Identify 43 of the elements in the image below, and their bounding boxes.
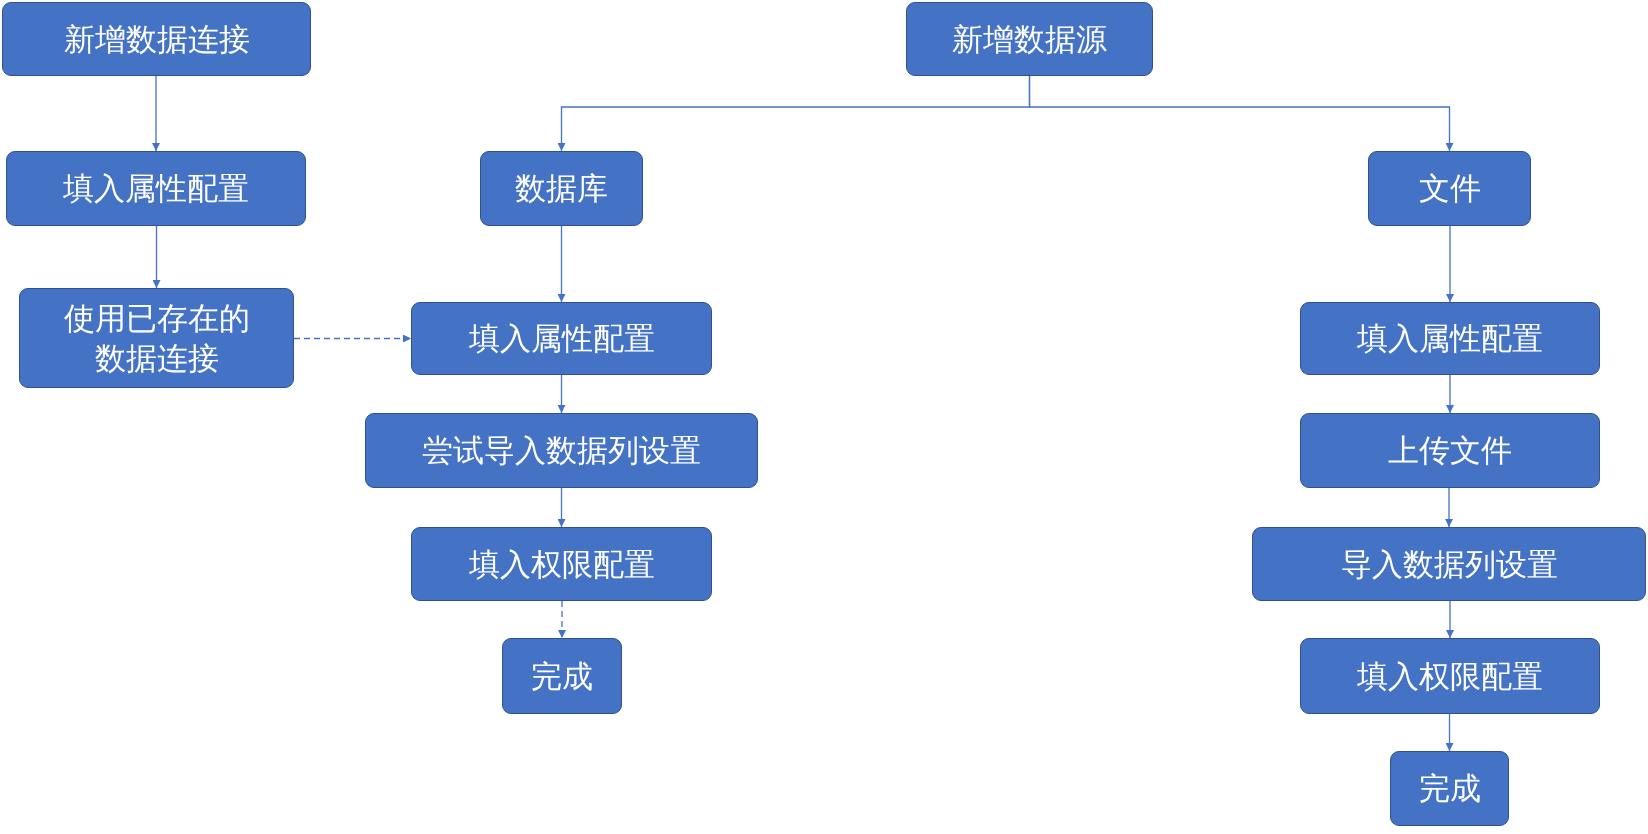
step-label: 新增数据源 xyxy=(952,19,1107,59)
arrow xyxy=(1446,374,1454,414)
step-label: 导入数据列设置 xyxy=(1340,544,1558,584)
step-label: 填入属性配置 xyxy=(1357,319,1543,359)
arrow xyxy=(1446,600,1454,639)
process-box xyxy=(6,151,306,226)
arrow xyxy=(557,374,566,414)
arrow xyxy=(1445,713,1454,752)
step-label: 填入属性配置 xyxy=(468,319,655,359)
arrow xyxy=(1445,487,1453,528)
process-box xyxy=(906,2,1153,76)
process-box xyxy=(411,527,712,601)
process-box xyxy=(1390,751,1509,826)
step-label: 上传文件 xyxy=(1388,431,1512,471)
arrow xyxy=(293,334,412,343)
step-label: 尝试导入数据列设置 xyxy=(422,431,701,471)
arrow xyxy=(1446,225,1454,303)
arrow xyxy=(557,225,566,303)
arrow xyxy=(152,225,161,289)
step-label: 使用已存在的数据连接 xyxy=(62,298,251,378)
process-box xyxy=(1300,302,1600,375)
step-label: 新增数据连接 xyxy=(63,19,250,59)
process-box xyxy=(1368,151,1531,226)
process-box xyxy=(502,638,622,714)
step-label: 数据库 xyxy=(515,169,608,209)
arrow xyxy=(557,487,566,528)
process-box xyxy=(1300,413,1600,488)
step-label: 填入权限配置 xyxy=(468,544,655,584)
arrow xyxy=(152,75,160,152)
step-label: 填入权限配置 xyxy=(1357,656,1543,696)
step-label: 填入属性配置 xyxy=(63,169,249,209)
process-box xyxy=(1252,527,1646,601)
arrow xyxy=(558,600,566,639)
step-label: 文件 xyxy=(1418,169,1481,209)
step-label: 完成 xyxy=(531,656,593,696)
arrow xyxy=(1028,75,1454,152)
process-box xyxy=(365,413,758,488)
step-label: 完成 xyxy=(1418,769,1481,809)
process-box xyxy=(480,151,643,226)
process-box xyxy=(1300,638,1600,714)
process-box xyxy=(19,288,294,388)
process-box xyxy=(2,2,311,76)
process-box xyxy=(411,302,712,375)
